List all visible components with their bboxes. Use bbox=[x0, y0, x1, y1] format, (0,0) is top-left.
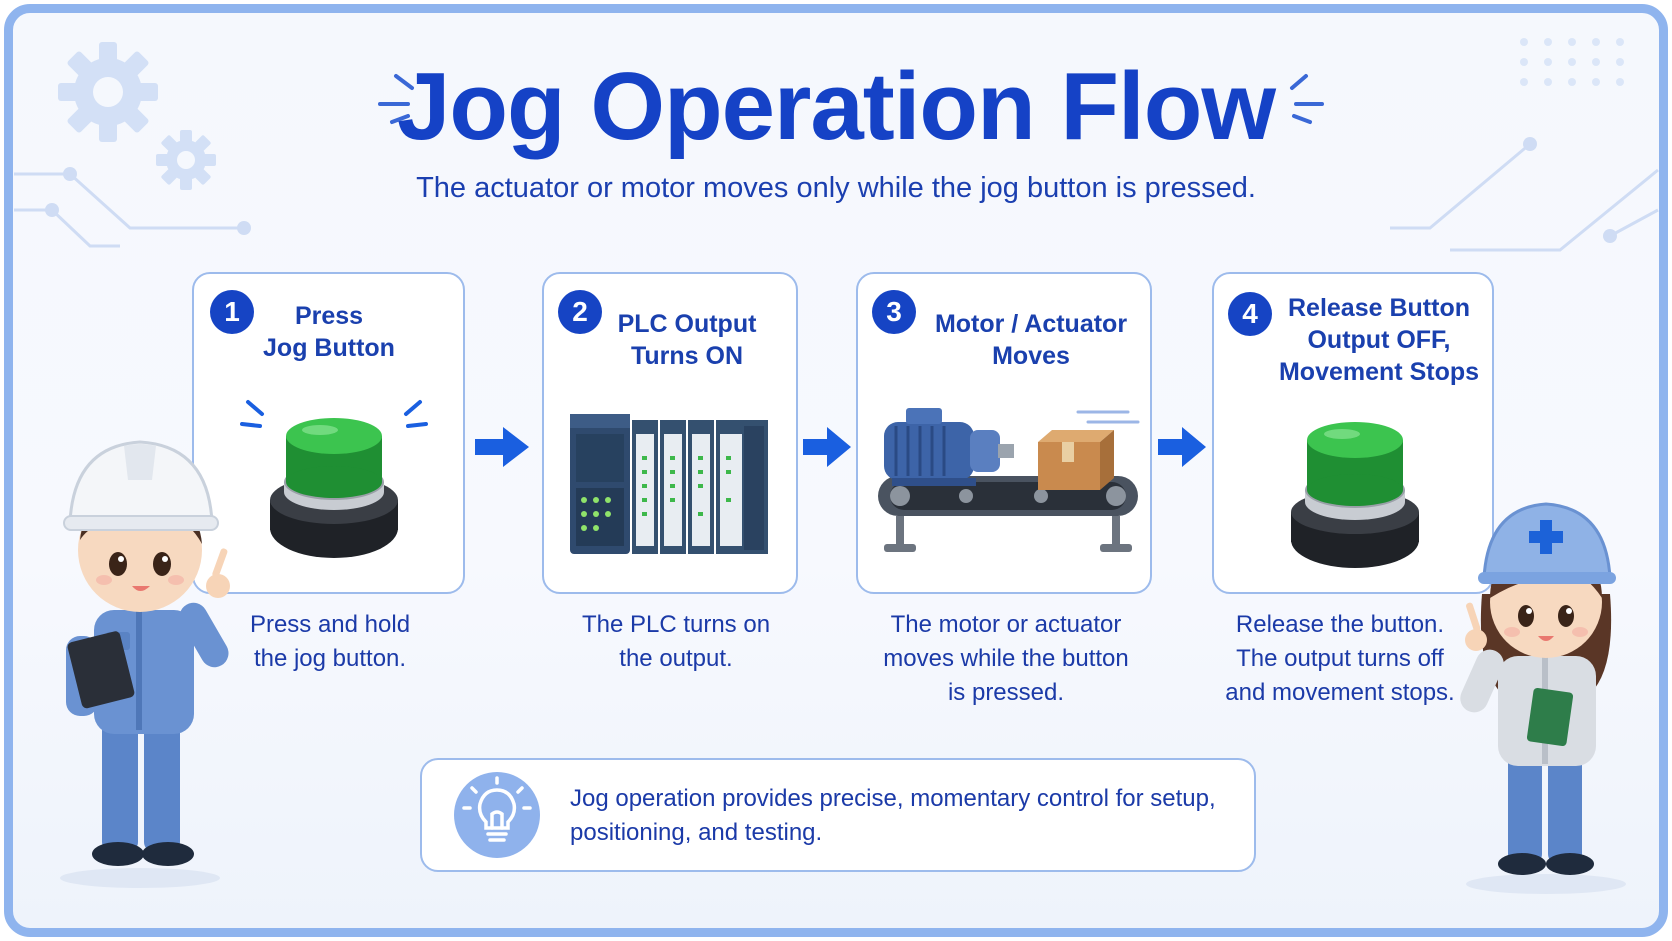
worker-character-right bbox=[1460, 502, 1626, 894]
step-title: Press Jog Button bbox=[263, 302, 395, 362]
step-title: PLC Output Turns ON bbox=[617, 310, 757, 370]
step-title: Motor / Actuator Moves bbox=[934, 310, 1128, 370]
step-card-4: 4 Release Button Output OFF, Movement St… bbox=[1212, 272, 1494, 594]
step-title: Release Button Output OFF, Movement Stop… bbox=[1278, 294, 1480, 386]
worker-character-left bbox=[60, 440, 230, 888]
step-number-badge: 2 bbox=[558, 290, 602, 334]
step-description: Press and hold the jog button. bbox=[249, 611, 411, 672]
gear-icon bbox=[58, 42, 158, 142]
step-number-badge: 1 bbox=[210, 290, 254, 334]
step-card-2: 2 PLC Output Turns ON bbox=[542, 272, 798, 594]
step-description: The motor or actuator moves while the bu… bbox=[883, 611, 1129, 706]
motor-conveyor-icon bbox=[878, 408, 1140, 552]
arrow-right-icon bbox=[803, 427, 851, 467]
page-subtitle: The actuator or motor moves only while t… bbox=[416, 172, 1256, 204]
page-title: Jog Operation Flow bbox=[396, 53, 1276, 160]
gear-icon bbox=[156, 130, 216, 190]
step-card-3: 3 Motor / Actuator Moves bbox=[856, 272, 1152, 594]
dot-grid bbox=[1520, 38, 1624, 86]
step-number-badge: 4 bbox=[1228, 292, 1272, 336]
arrow-right-icon bbox=[1158, 427, 1206, 467]
step-number-badge: 3 bbox=[872, 290, 916, 334]
lightbulb-icon bbox=[454, 772, 540, 858]
step-description: Release the button. The output turns off… bbox=[1225, 611, 1455, 706]
tip-box: Jog operation provides precise, momentar… bbox=[420, 758, 1256, 872]
green-push-button-icon bbox=[240, 400, 428, 558]
step-card-1: 1 Press Jog Button bbox=[192, 272, 465, 594]
step-description: The PLC turns on the output. bbox=[581, 611, 771, 672]
plc-rack-icon bbox=[570, 414, 768, 554]
green-push-button-icon bbox=[1291, 422, 1419, 568]
arrow-right-icon bbox=[475, 427, 529, 467]
tip-text: Jog operation provides precise, momentar… bbox=[570, 785, 1216, 846]
